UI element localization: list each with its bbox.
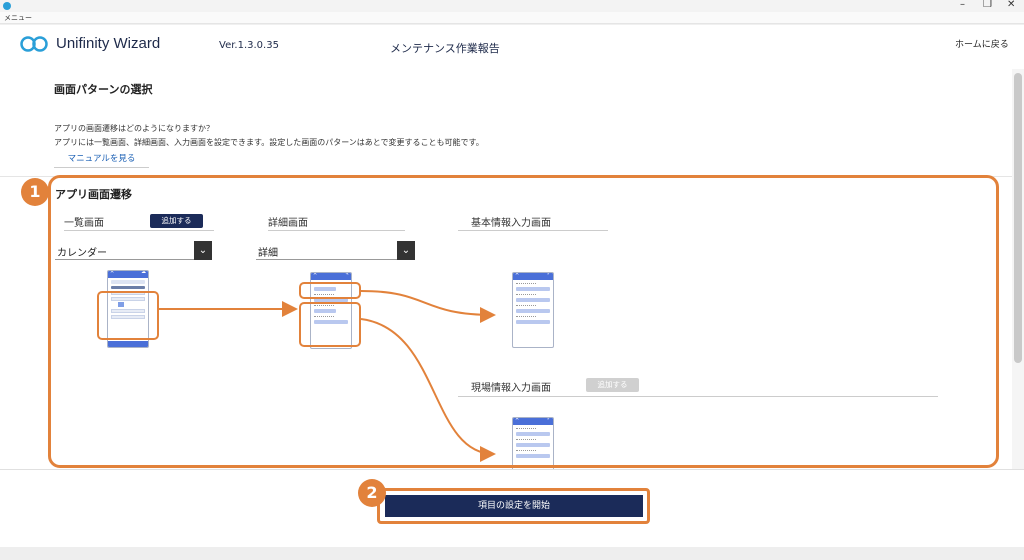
list-add-button[interactable]: 追加する [150, 214, 203, 228]
detail-screen-heading: 詳細画面 [268, 214, 405, 231]
maximize-button[interactable]: ❐ [983, 0, 992, 10]
app-icon [3, 2, 11, 10]
calendar-screen-preview: ✕☁ [107, 270, 149, 348]
unifinity-logo-icon [20, 36, 48, 52]
version-label: Ver.1.3.0.35 [219, 40, 279, 51]
step-badge-1: 1 [21, 178, 49, 206]
basic-input-label: 基本情報入力画面 [471, 218, 551, 229]
scrollbar-thumb[interactable] [1014, 73, 1022, 363]
step-badge-2: 2 [358, 479, 386, 507]
start-settings-button[interactable]: 項目の設定を開始 [385, 495, 643, 517]
menu-bar: メニュー [0, 12, 1024, 24]
bottom-strip [0, 547, 1024, 560]
detail-screen-preview: ✕✎ [310, 272, 352, 349]
list-type-value: カレンダー [57, 248, 107, 259]
manual-link[interactable]: マニュアルを見る [54, 152, 149, 168]
app-header: Unifinity Wizard Ver.1.3.0.35 メンテナンス作業報告… [0, 25, 1024, 69]
detail-type-select[interactable]: 詳細 ⌄ [256, 241, 415, 260]
page-title: 画面パターンの選択 [54, 83, 153, 96]
detail-screen-label: 詳細画面 [268, 218, 308, 229]
minimize-button[interactable]: – [960, 0, 965, 10]
field-input-heading: 現場情報入力画面 [458, 379, 938, 397]
field-input-label: 現場情報入力画面 [471, 383, 551, 394]
menu-item[interactable]: メニュー [4, 14, 32, 22]
transition-block-title: アプリ画面遷移 [55, 188, 132, 201]
flow-arrows [158, 290, 496, 462]
list-screen-label: 一覧画面 [64, 218, 104, 229]
home-link[interactable]: ホームに戻る [955, 40, 1009, 50]
description-line-1: アプリの画面遷移はどのようになりますか？ [54, 124, 214, 133]
chevron-down-icon[interactable]: ⌄ [194, 241, 212, 260]
field-input-preview: ✕✓ [512, 417, 554, 469]
highlight-detail-body [299, 302, 361, 347]
close-button[interactable]: ✕ [1007, 0, 1016, 10]
app-title: Unifinity Wizard [56, 35, 161, 52]
description-line-2: アプリには一覧画面、詳細画面、入力画面を設定できます。設定した画面のパターンはあ… [54, 138, 484, 147]
basic-input-preview: ✕✓ [512, 272, 554, 348]
detail-type-value: 詳細 [258, 248, 278, 259]
basic-input-heading: 基本情報入力画面 [458, 214, 608, 231]
highlight-detail-header [299, 282, 361, 299]
chevron-down-icon[interactable]: ⌄ [397, 241, 415, 260]
callout-frame-1 [48, 175, 999, 468]
page-name: メンテナンス作業報告 [390, 42, 500, 55]
list-type-select[interactable]: カレンダー ⌄ [55, 241, 212, 260]
field-add-button[interactable]: 追加する [586, 378, 639, 392]
scrollbar[interactable] [1012, 69, 1024, 469]
main-content: 画面パターンの選択 アプリの画面遷移はどのようになりますか？ アプリには一覧画面… [0, 69, 1012, 469]
footer: 項目の設定を開始 [0, 469, 1024, 547]
callout-frame-2 [377, 488, 650, 524]
highlight-calendar [97, 291, 159, 340]
window-titlebar: – ❐ ✕ [0, 0, 1024, 12]
list-screen-heading: 一覧画面 [64, 214, 214, 231]
